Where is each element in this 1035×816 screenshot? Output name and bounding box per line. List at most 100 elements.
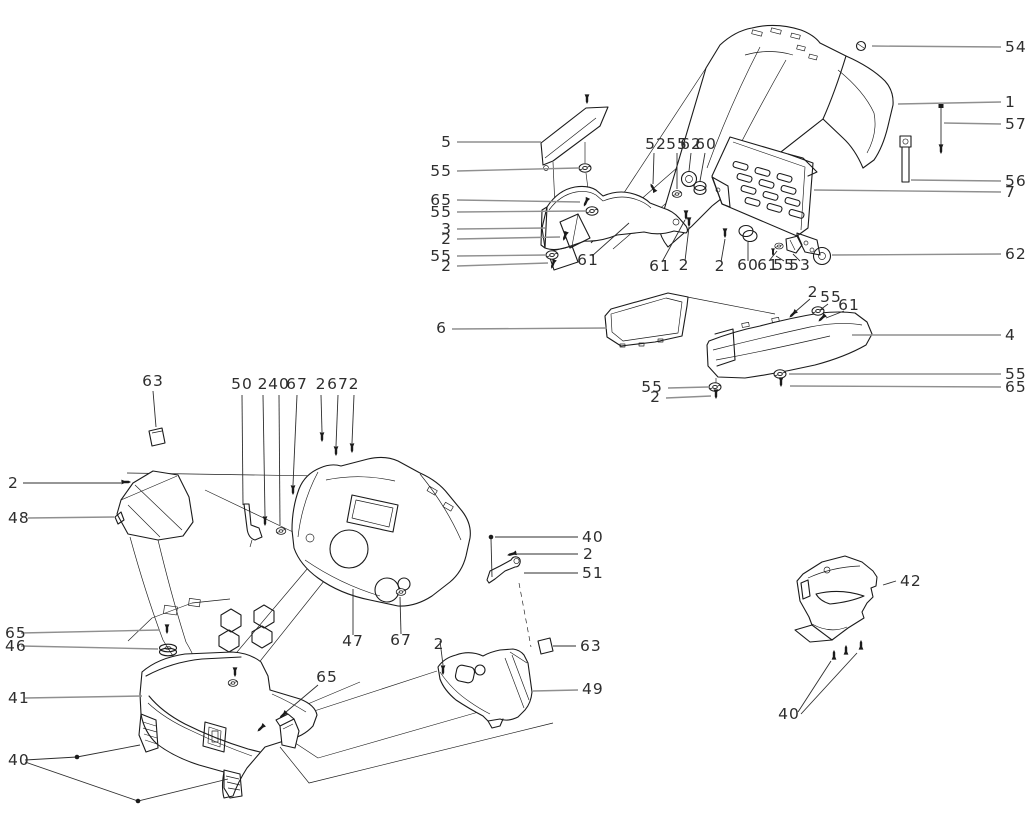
svg-text:55: 55 bbox=[430, 162, 452, 180]
callout-1: 1 bbox=[897, 93, 1015, 111]
grille-slats bbox=[732, 160, 805, 219]
svg-text:2: 2 bbox=[650, 388, 661, 406]
svg-text:50: 50 bbox=[231, 375, 253, 393]
svg-text:55: 55 bbox=[666, 135, 688, 153]
callout-49: 49 bbox=[532, 680, 603, 698]
callout-61-b: 61 bbox=[649, 219, 686, 275]
callout-54: 54 bbox=[871, 38, 1026, 56]
callout-3: 3 bbox=[441, 220, 546, 238]
svg-text:2: 2 bbox=[715, 257, 726, 275]
callout-2-a: 2 bbox=[441, 230, 561, 248]
svg-text:40: 40 bbox=[778, 705, 800, 723]
svg-text:55: 55 bbox=[1005, 365, 1027, 383]
callout-2-c: 2 bbox=[679, 226, 690, 274]
svg-text:55: 55 bbox=[430, 203, 452, 221]
callout-40-a: 40 bbox=[8, 744, 229, 804]
callout-2-i: 2 bbox=[316, 375, 327, 433]
callout-55-b: 55 bbox=[430, 203, 587, 221]
hex-panel bbox=[218, 604, 275, 653]
svg-text:5: 5 bbox=[441, 133, 452, 151]
callout-55-d: 55 bbox=[666, 135, 688, 189]
bushing-60-icon bbox=[693, 180, 707, 196]
part-right-footwell bbox=[437, 648, 533, 729]
callout-2-j: 2 bbox=[349, 375, 358, 444]
item-strip-56 bbox=[899, 135, 912, 183]
svg-text:57: 57 bbox=[1005, 115, 1027, 133]
svg-text:40: 40 bbox=[582, 528, 604, 546]
part-guard bbox=[794, 555, 878, 660]
callout-65-b: 65 bbox=[5, 624, 161, 642]
callout-2-g: 2 bbox=[8, 474, 121, 492]
callout-2-h: 2 bbox=[258, 375, 269, 517]
svg-text:53: 53 bbox=[789, 256, 811, 274]
callout-61-a: 61 bbox=[577, 222, 630, 269]
svg-text:61: 61 bbox=[649, 257, 671, 275]
svg-text:2: 2 bbox=[434, 635, 445, 653]
svg-text:55: 55 bbox=[430, 247, 452, 265]
callout-65-c: 65 bbox=[285, 668, 337, 713]
callout-56: 56 bbox=[910, 172, 1027, 190]
screw-54-icon bbox=[855, 40, 867, 52]
part-left-fender bbox=[114, 470, 197, 663]
part-shapes bbox=[114, 24, 944, 799]
callout-41: 41 bbox=[8, 689, 143, 707]
svg-text:62: 62 bbox=[1005, 245, 1027, 263]
svg-text:55: 55 bbox=[641, 378, 663, 396]
callout-2-b: 2 bbox=[441, 257, 549, 275]
callout-55-g: 55 bbox=[641, 378, 709, 396]
svg-text:60: 60 bbox=[695, 135, 717, 153]
washer-62-icon bbox=[812, 246, 832, 266]
svg-text:40: 40 bbox=[268, 375, 290, 393]
callout-67-b: 67 bbox=[327, 375, 348, 447]
callout-63-b: 63 bbox=[553, 637, 602, 655]
svg-text:65: 65 bbox=[5, 624, 27, 642]
callout-62: 62 bbox=[831, 245, 1027, 263]
callout-55-f: 55 bbox=[819, 288, 842, 311]
part-side-panel bbox=[706, 311, 873, 392]
svg-text:2: 2 bbox=[441, 257, 452, 275]
callout-57: 57 bbox=[943, 115, 1027, 133]
bushing-60b-icon bbox=[738, 224, 758, 243]
callout-65-a: 65 bbox=[430, 191, 581, 209]
callout-40-c: 40 bbox=[488, 528, 604, 578]
callout-42: 42 bbox=[882, 572, 922, 590]
callout-52: 52 bbox=[645, 135, 666, 185]
svg-text:2: 2 bbox=[679, 256, 690, 274]
callout-47: 47 bbox=[342, 589, 363, 650]
callout-40-d: 40 bbox=[778, 652, 858, 723]
svg-text:6: 6 bbox=[436, 319, 447, 337]
sticker-63-right bbox=[537, 637, 554, 655]
bracket-53 bbox=[785, 235, 803, 254]
callout-2-e: 2 bbox=[794, 283, 819, 313]
part-grille bbox=[680, 136, 832, 266]
callout-60-b: 60 bbox=[737, 242, 759, 274]
svg-text:61: 61 bbox=[757, 256, 779, 274]
svg-text:2: 2 bbox=[316, 375, 327, 393]
svg-text:63: 63 bbox=[580, 637, 602, 655]
loose-fasteners bbox=[121, 40, 867, 734]
svg-text:41: 41 bbox=[8, 689, 30, 707]
svg-text:46: 46 bbox=[5, 637, 27, 655]
svg-text:48: 48 bbox=[8, 509, 30, 527]
callout-2-l: 2 bbox=[517, 545, 593, 563]
callout-62-b: 62 bbox=[680, 135, 701, 172]
svg-text:56: 56 bbox=[1005, 172, 1027, 190]
svg-text:2: 2 bbox=[258, 375, 269, 393]
svg-text:67: 67 bbox=[286, 375, 308, 393]
svg-text:7: 7 bbox=[1005, 183, 1016, 201]
svg-text:55: 55 bbox=[820, 288, 842, 306]
callout-55-e: 55 bbox=[773, 255, 794, 274]
callout-50: 50 bbox=[231, 375, 253, 506]
callout-55-right: 55 bbox=[789, 365, 1027, 383]
svg-text:42: 42 bbox=[900, 572, 922, 590]
part-front-bumper bbox=[138, 651, 318, 799]
callout-2-d: 2 bbox=[715, 238, 726, 275]
svg-text:60: 60 bbox=[737, 256, 759, 274]
callout-60-a: 60 bbox=[695, 135, 717, 182]
callout-48: 48 bbox=[8, 509, 115, 527]
svg-text:2: 2 bbox=[808, 283, 819, 301]
callout-2-k: 2 bbox=[434, 635, 445, 666]
svg-text:51: 51 bbox=[582, 564, 604, 582]
